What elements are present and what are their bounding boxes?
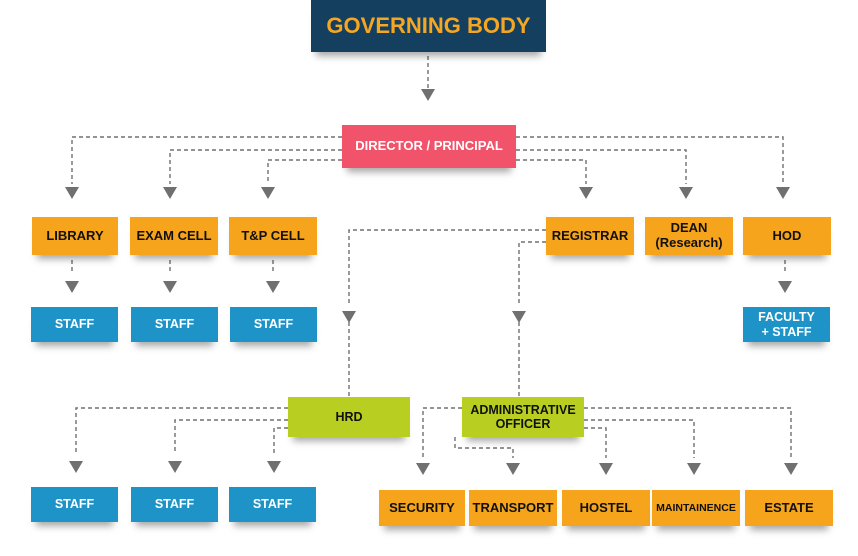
arrow-staff-hrd-1 <box>69 461 83 473</box>
node-tp-cell: T&P CELL <box>229 217 317 255</box>
arrow-hod <box>776 187 790 199</box>
edge-admin-security <box>422 407 462 458</box>
node-governing-body: GOVERNING BODY <box>311 0 546 52</box>
arrow-staff-tp <box>266 281 280 293</box>
edge-admin-hostel <box>584 427 607 458</box>
edge-director-library <box>71 136 342 184</box>
node-transport: TRANSPORT <box>469 490 557 526</box>
edge-registrar-admin <box>518 241 546 304</box>
node-faculty-staff: FACULTY + STAFF <box>743 307 830 342</box>
arrow-director <box>421 89 435 101</box>
node-director: DIRECTOR / PRINCIPAL <box>342 125 516 168</box>
node-library: LIBRARY <box>32 217 118 255</box>
edge-director-registrar <box>516 159 587 184</box>
edge-admin-maintainence <box>584 419 695 458</box>
arrow-hostel <box>599 463 613 475</box>
edge-director-dean <box>516 149 687 184</box>
edge-director-hod <box>516 136 784 184</box>
node-registrar: REGISTRAR <box>546 217 634 255</box>
arrow-exam-cell <box>163 187 177 199</box>
arrow-staff-exam <box>163 281 177 293</box>
arrow-maintainence <box>687 463 701 475</box>
node-security: SECURITY <box>379 490 465 526</box>
arrow-dean <box>679 187 693 199</box>
arrow-hrd <box>342 311 356 323</box>
node-dean-research: DEAN (Research) <box>645 217 733 255</box>
arrow-estate <box>784 463 798 475</box>
edge-hrd-staff-3 <box>273 427 288 454</box>
node-administrative-officer: ADMINISTRATIVE OFFICER <box>462 397 584 437</box>
node-hrd: HRD <box>288 397 410 437</box>
arrow-faculty-staff <box>778 281 792 293</box>
edge-admin-transport <box>454 437 514 458</box>
edge-admin-estate <box>584 407 792 458</box>
node-staff-hrd-2: STAFF <box>131 487 218 522</box>
node-hod: HOD <box>743 217 831 255</box>
arrow-library <box>65 187 79 199</box>
node-staff-hrd-3: STAFF <box>229 487 316 522</box>
arrow-tp-cell <box>261 187 275 199</box>
arrow-security <box>416 463 430 475</box>
node-staff-hrd-1: STAFF <box>31 487 118 522</box>
arrow-transport <box>506 463 520 475</box>
edge-director-tp-cell <box>267 159 342 184</box>
edge-hrd-staff-1 <box>75 407 288 454</box>
edge-hrd-staff-2 <box>174 419 288 454</box>
arrow-staff-hrd-2 <box>168 461 182 473</box>
node-staff-tp-cell: STAFF <box>230 307 317 342</box>
node-exam-cell: EXAM CELL <box>130 217 218 255</box>
node-maintainence: MAINTAINENCE <box>652 490 740 526</box>
node-estate: ESTATE <box>745 490 833 526</box>
node-staff-library: STAFF <box>31 307 118 342</box>
node-hostel: HOSTEL <box>562 490 650 526</box>
arrow-registrar <box>579 187 593 199</box>
arrow-staff-hrd-3 <box>267 461 281 473</box>
arrow-staff-library <box>65 281 79 293</box>
node-staff-exam-cell: STAFF <box>131 307 218 342</box>
edge-director-exam-cell <box>169 149 342 184</box>
arrow-admin-officer <box>512 311 526 323</box>
edge-registrar-hrd <box>348 229 546 304</box>
